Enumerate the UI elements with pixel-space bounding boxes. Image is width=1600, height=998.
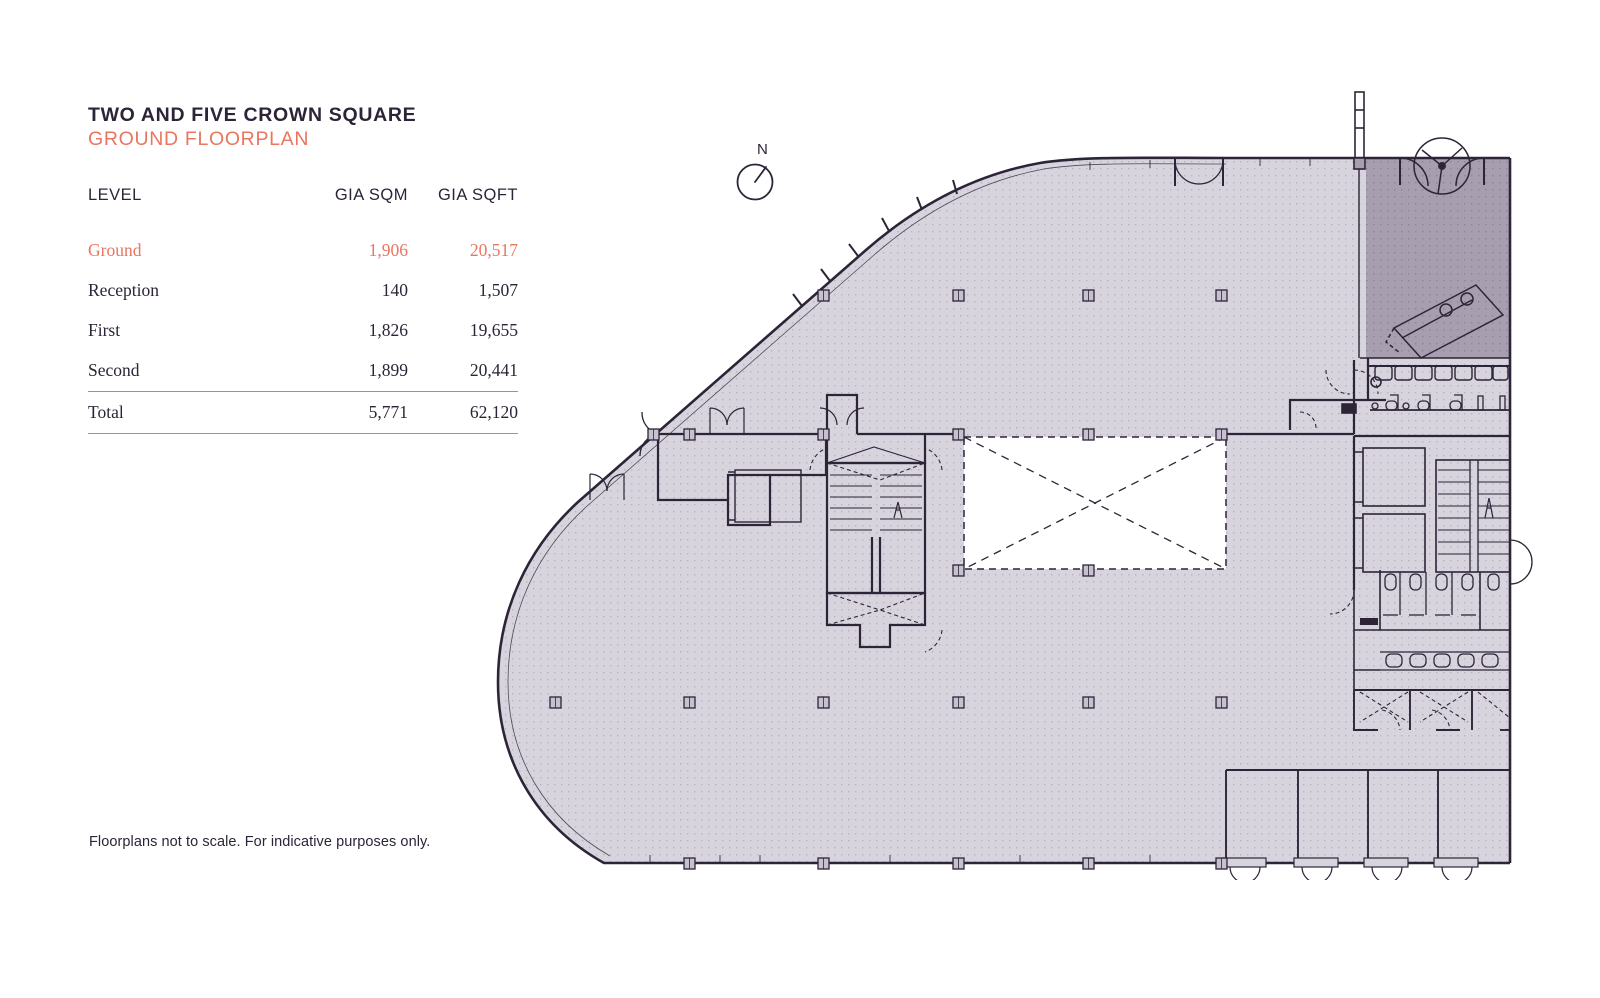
- cell-gia-sqft: 1,507: [478, 280, 518, 301]
- wc-block-north: [1368, 365, 1510, 381]
- glazing-inner-line: [507, 163, 1227, 857]
- cell-gia-sqft: 20,517: [469, 240, 518, 261]
- central-void: [963, 436, 1227, 570]
- cell-total-gia-sqft: 62,120: [408, 390, 518, 434]
- cell-gia-sqm: 1,899: [368, 360, 408, 381]
- entrance-double-doors: [1174, 158, 1224, 186]
- wc-block-south: [1353, 570, 1510, 690]
- south-east-units: [1225, 769, 1510, 863]
- facade-mullions: [792, 179, 958, 307]
- table-row-total: Total 5,771 62,120: [88, 390, 518, 434]
- column-grid: [549, 289, 1228, 870]
- cell-total-gia-sqm: 5,771: [298, 390, 408, 434]
- north-facade-mullions: [1089, 158, 1311, 170]
- cell-level: Second: [88, 360, 140, 381]
- cell-total-label: Total: [88, 390, 298, 434]
- compass-north-label: N: [757, 141, 768, 158]
- revolving-door-icon: [1399, 137, 1485, 195]
- north-compass: N: [735, 141, 787, 206]
- wc-block-middle: [1370, 394, 1510, 411]
- table-row: Reception 140 1,507: [88, 271, 518, 311]
- door-swings-secondary-core: [809, 446, 943, 653]
- lower-east-lobby: [1353, 689, 1510, 731]
- cell-gia-sqm: 1,826: [368, 320, 408, 341]
- floorplan-svg: [496, 91, 1533, 880]
- cell-level: First: [88, 320, 121, 341]
- south-facade-mullions: [649, 855, 1151, 863]
- cell-level: Reception: [88, 280, 159, 301]
- south-unit-doors: [1221, 857, 1479, 880]
- corridor-door-symbols: [589, 407, 865, 500]
- cell-gia-sqft: 20,441: [469, 360, 518, 381]
- page-subtitle: GROUND FLOORPLAN: [88, 127, 310, 150]
- roof-riser: [1353, 91, 1366, 170]
- east-external-door: [1509, 539, 1533, 585]
- info-panel: TWO AND FIVE CROWN SQUARE GROUND FLOORPL…: [88, 104, 520, 434]
- cell-gia-sqft: 19,655: [469, 320, 518, 341]
- table-row: First 1,826 19,655: [88, 311, 518, 351]
- reception-zone: [1366, 158, 1510, 358]
- lower-east-door-swings: [1359, 691, 1511, 731]
- cell-level: Ground: [88, 240, 142, 261]
- cell-gia-sqm: 1,906: [368, 240, 408, 261]
- column-header-gia-sqft: GIA SQFT: [437, 185, 518, 204]
- column-header-gia-sqm: GIA SQM: [334, 185, 408, 204]
- floorplan-drawing: [470, 70, 1560, 880]
- core-lobby-fittings: [1341, 376, 1382, 414]
- reception-desk: [1385, 284, 1505, 359]
- table-header-row: LEVEL GIA SQM GIA SQFT: [88, 186, 518, 231]
- table-row: Ground 1,906 20,517: [88, 231, 518, 271]
- cell-gia-sqm: 140: [381, 280, 408, 301]
- column-header-level: LEVEL: [88, 185, 142, 204]
- disclaimer-text: Floorplans not to scale. For indicative …: [89, 834, 431, 850]
- areas-table: LEVEL GIA SQM GIA SQFT Ground 1,906 20,5…: [88, 186, 518, 434]
- table-row: Second 1,899 20,441: [88, 351, 518, 392]
- page-title: TWO AND FIVE CROWN SQUARE: [88, 104, 417, 126]
- title-block: TWO AND FIVE CROWN SQUARE GROUND FLOORPL…: [88, 104, 520, 152]
- primary-core: [1288, 357, 1511, 590]
- compass-icon: [736, 163, 774, 201]
